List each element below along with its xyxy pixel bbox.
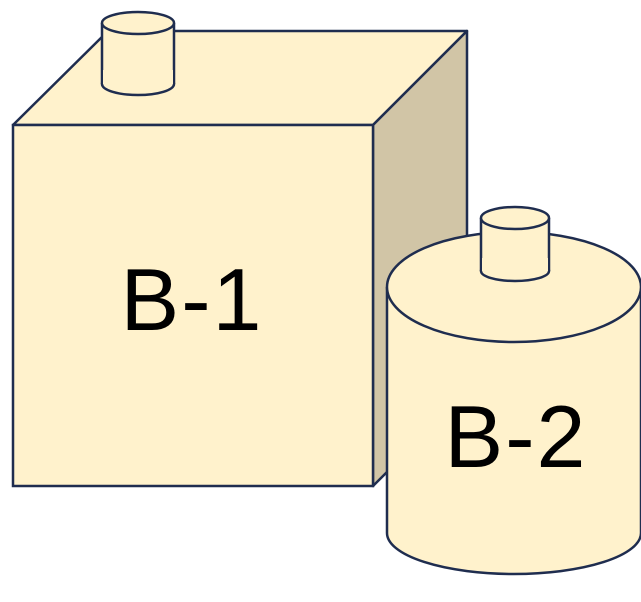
b1-cap	[100, 10, 176, 97]
container-b1: B-1	[11, 10, 469, 488]
b1-front-face	[11, 123, 375, 488]
b2-label: B-2	[445, 387, 588, 486]
b1-label: B-1	[121, 250, 264, 349]
container-b2: B-2	[385, 205, 641, 576]
b2-cap	[479, 205, 551, 283]
b2-body	[385, 287, 641, 576]
